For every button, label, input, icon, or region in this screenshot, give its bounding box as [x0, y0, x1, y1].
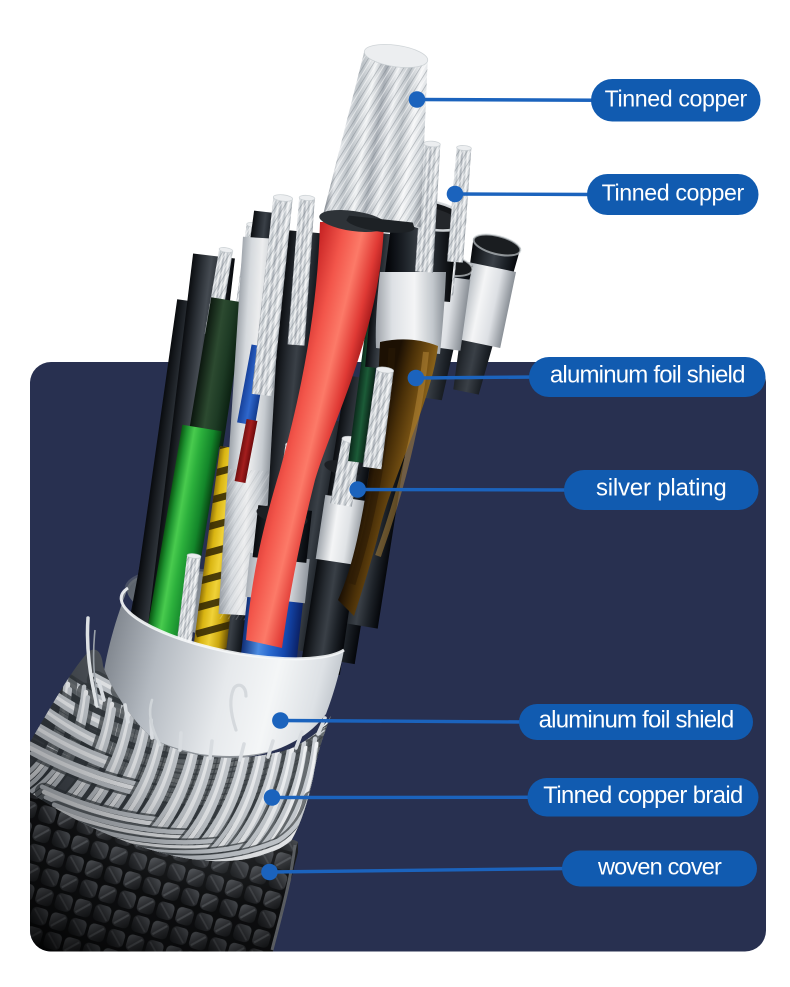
- svg-text:silver plating: silver plating: [596, 475, 727, 502]
- svg-text:Tinned copper braid: Tinned copper braid: [543, 782, 742, 809]
- svg-text:woven cover: woven cover: [597, 854, 722, 880]
- svg-text:Tinned copper: Tinned copper: [602, 180, 745, 206]
- svg-text:aluminum foil shield: aluminum foil shield: [539, 707, 734, 734]
- svg-text:aluminum foil shield: aluminum foil shield: [550, 362, 745, 389]
- svg-text:Tinned copper: Tinned copper: [605, 85, 748, 111]
